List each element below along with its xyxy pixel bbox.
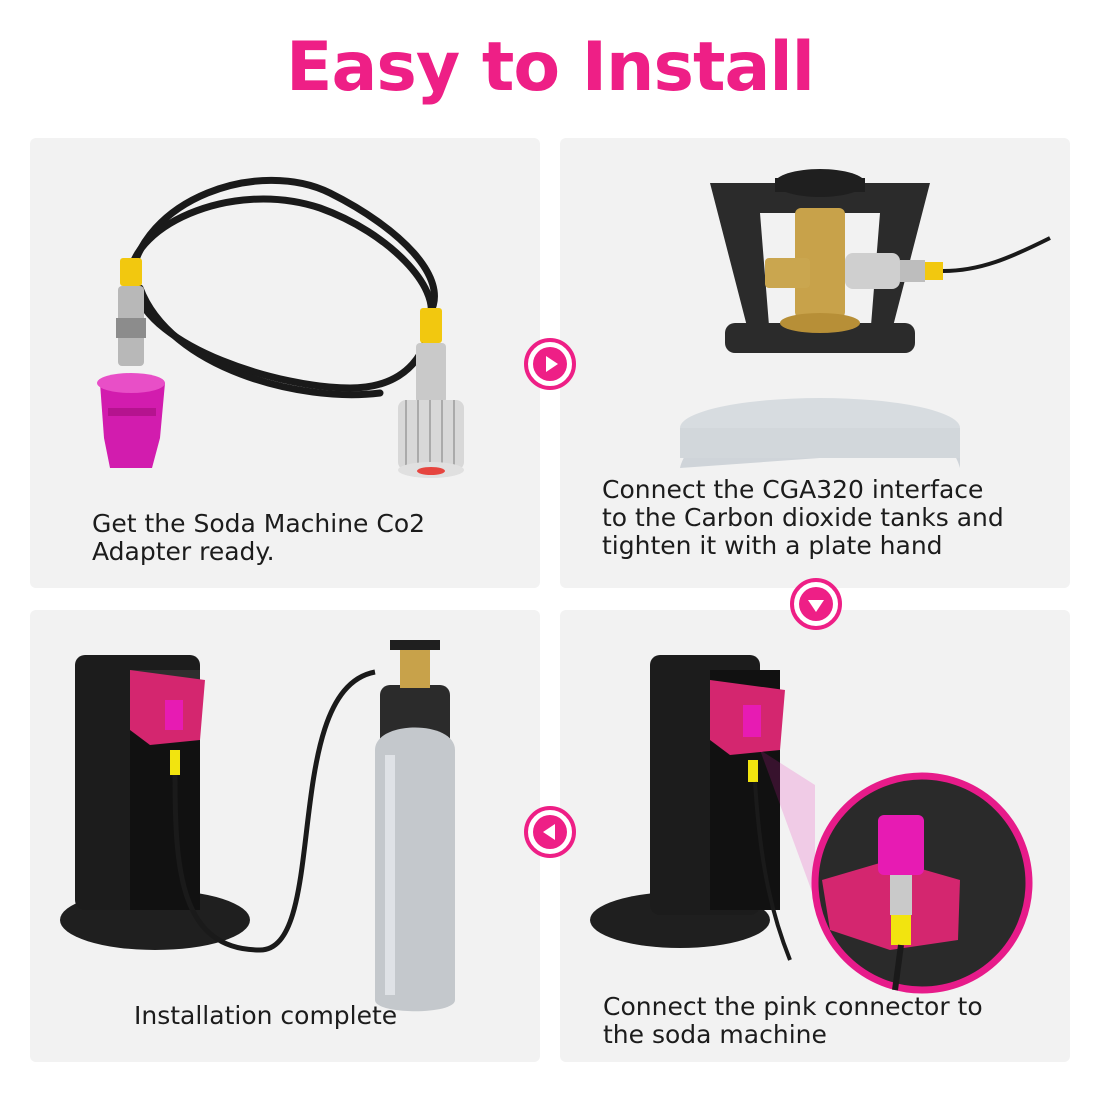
caption-line: Adapter ready.	[92, 537, 275, 566]
soda-machine-with-tank-image	[60, 640, 455, 1012]
caption-line: the soda machine	[603, 1020, 827, 1049]
step-panel-connect-tank: Connect the CGA320 interface to the Carb…	[560, 138, 1070, 588]
step-panel-connect-machine: Connect the pink connector to the soda m…	[560, 610, 1070, 1062]
co2-tank-valve-image	[680, 169, 1051, 468]
step-caption: Connect the CGA320 interface to the Carb…	[602, 476, 1004, 560]
caption-line: Installation complete	[134, 1001, 398, 1030]
caption-line: Get the Soda Machine Co2	[92, 509, 426, 538]
caption-line: Connect the pink connector to	[603, 992, 983, 1021]
step-panel-prepare-adapter: Get the Soda Machine Co2 Adapter ready.	[30, 138, 540, 588]
co2-adapter-hose-image	[97, 176, 464, 478]
caption-line: to the Carbon dioxide tanks and	[602, 503, 1004, 532]
caption-line: Connect the CGA320 interface	[602, 475, 984, 504]
caption-line: tighten it with a plate hand	[602, 531, 943, 560]
step-caption: Connect the pink connector to the soda m…	[603, 993, 983, 1049]
soda-machine-closeup-image	[590, 655, 1033, 994]
step-caption: Installation complete	[134, 1002, 397, 1030]
step-panel-installation-complete: Installation complete	[30, 610, 540, 1062]
step-caption: Get the Soda Machine Co2 Adapter ready.	[92, 510, 425, 566]
arrow-right-icon	[524, 338, 576, 390]
arrow-down-icon	[790, 578, 842, 630]
page-title: Easy to Install	[286, 28, 815, 107]
arrow-left-icon	[524, 806, 576, 858]
